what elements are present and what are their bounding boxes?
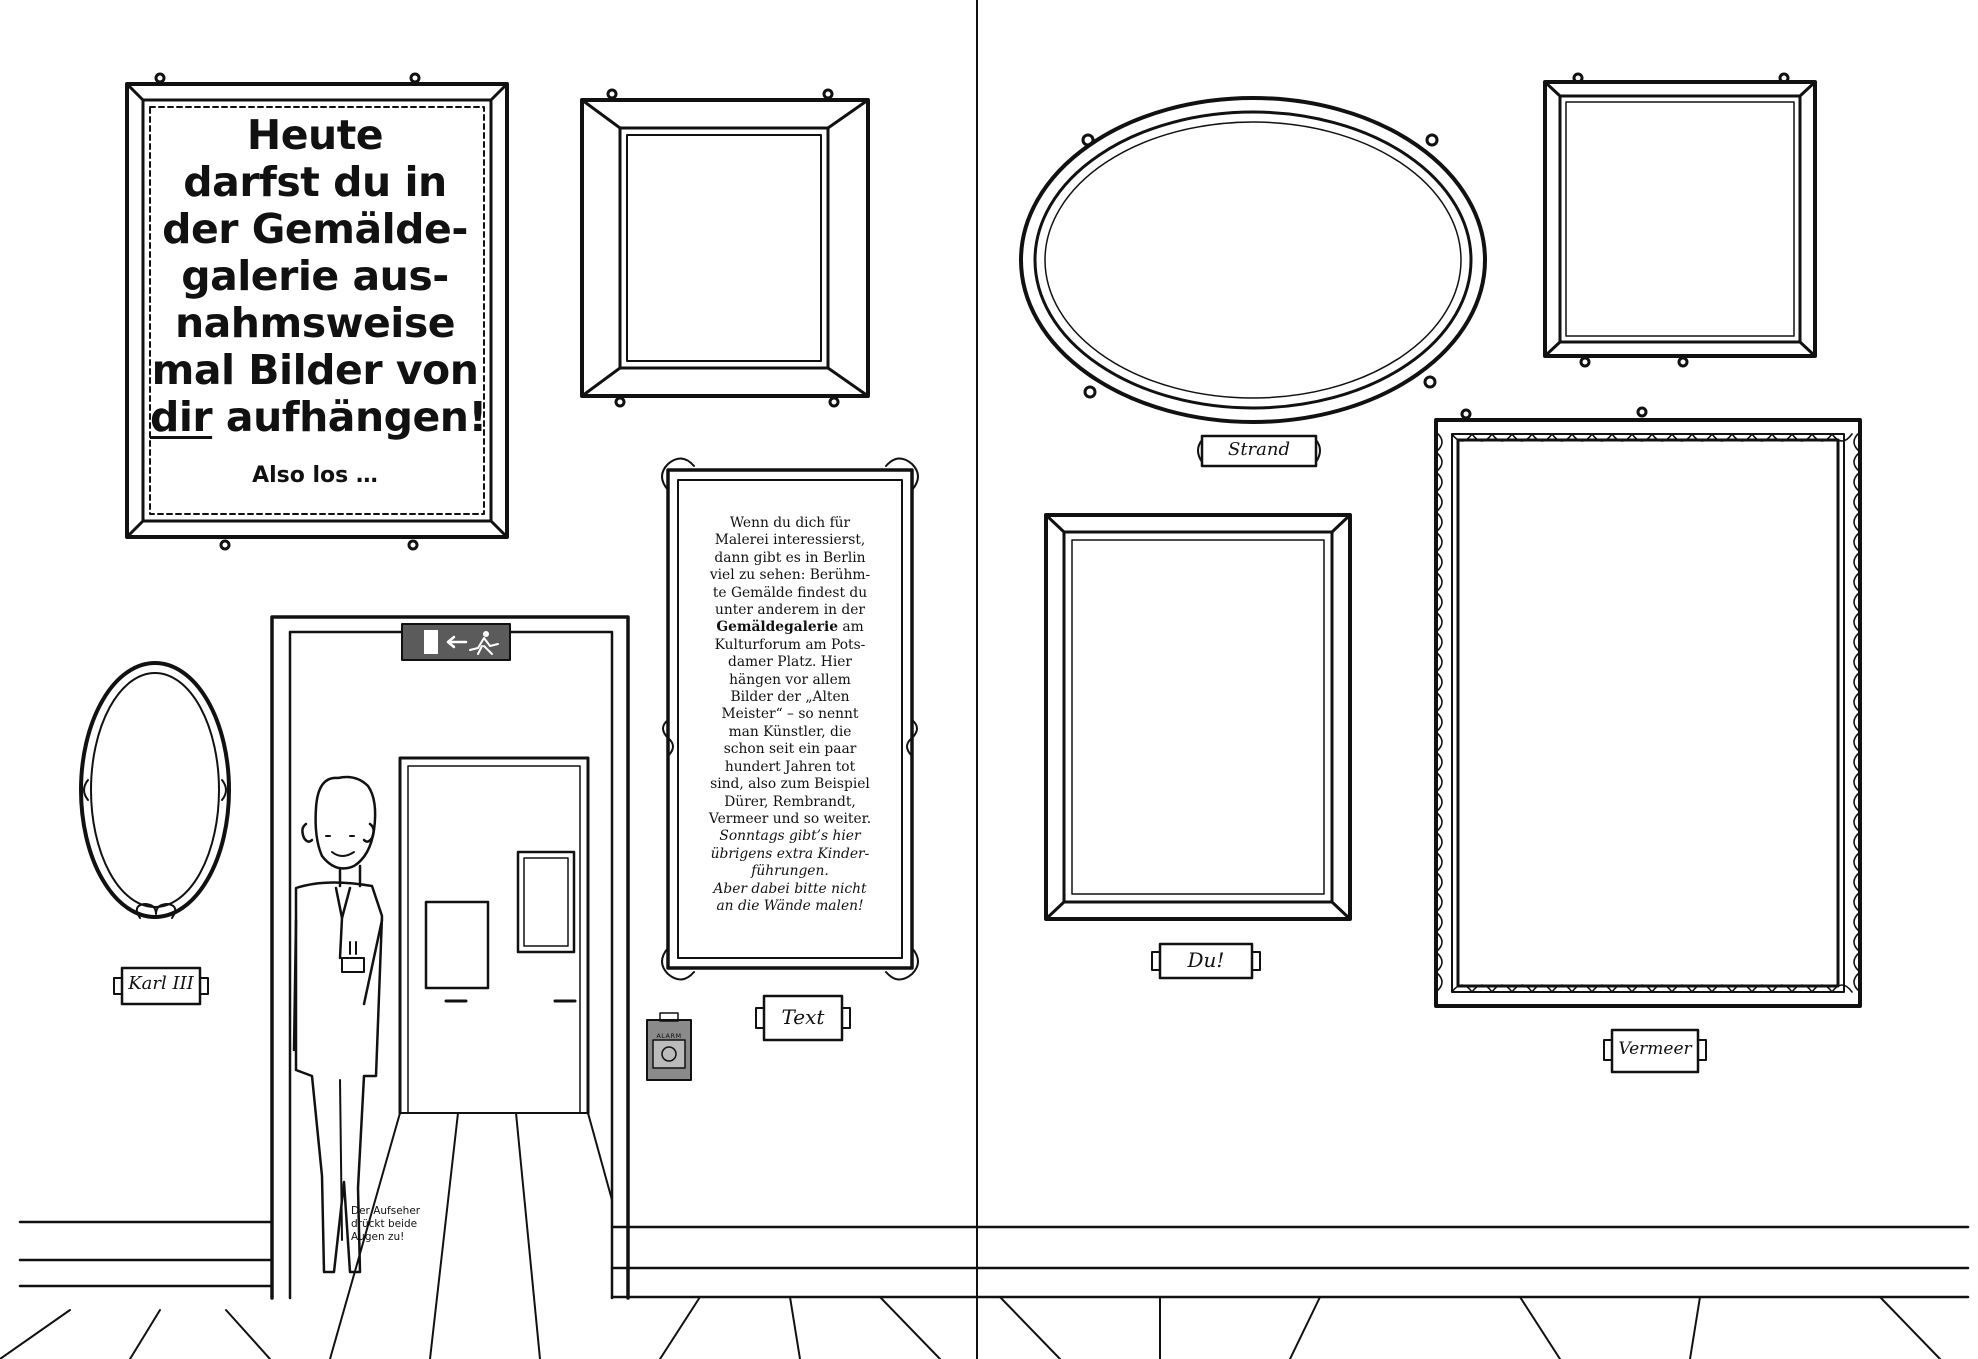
ornate-frame-vermeer <box>1434 406 1862 1008</box>
info-italic-line: Sonntags gibt’s hier <box>719 828 861 845</box>
info-italic-line: Aber dabei bitte nicht <box>713 880 867 897</box>
info-text: Wenn du dich für Malerei interessierst, … <box>688 515 892 915</box>
headline-frame <box>125 72 509 551</box>
empty-frame-top-right <box>1543 72 1817 368</box>
headline-last-line-rest: aufhängen! <box>212 393 487 441</box>
guard-caption-line: drückt beide <box>351 1218 418 1230</box>
info-italic-line: übrigens extra Kinder- <box>710 845 870 862</box>
info-line: man Künstler, die <box>728 723 852 740</box>
info-italic-line: an die Wände malen! <box>716 897 864 914</box>
floor-right <box>975 1225 1970 1359</box>
headline-line: galerie aus- <box>181 252 449 300</box>
info-line-bold: Gemäldegalerie am <box>688 619 892 636</box>
info-line: sind, also zum Beispiel <box>710 776 870 793</box>
plaque-du-label: Du! <box>1187 948 1225 972</box>
info-bold-word: Gemäldegalerie <box>716 619 838 636</box>
info-text-frame <box>661 457 919 981</box>
guard-caption-line: Der Aufseher <box>351 1205 421 1217</box>
empty-frame-du <box>1044 513 1352 921</box>
floor-left <box>0 1220 979 1359</box>
info-line: Meister“ – so nennt <box>721 706 859 723</box>
info-line: Vermeer und so weiter. <box>708 810 872 827</box>
guard-caption: Der Aufseher drückt beide Augen zu! <box>351 1205 429 1244</box>
info-line: viel zu sehen: Berühm- <box>709 567 871 584</box>
info-line: damer Platz. Hier <box>728 654 852 671</box>
alarm-label: ALARM <box>656 1032 682 1040</box>
headline-line: nahmsweise <box>174 299 456 347</box>
alarm-box <box>646 1012 692 1081</box>
guard-caption-line: Augen zu! <box>351 1231 405 1243</box>
plaque-karl <box>113 966 209 1006</box>
empty-frame-top <box>580 88 870 408</box>
info-line: Kulturforum am Pots- <box>714 636 866 653</box>
headline-line: der Gemälde- <box>162 205 468 253</box>
info-line: Dürer, Rembrandt, <box>724 793 856 810</box>
plaque-text-label: Text <box>781 1005 825 1029</box>
info-line: schon seit ein paar <box>723 741 857 758</box>
plaque-du <box>1151 942 1261 980</box>
gallery-doorway <box>270 615 630 1359</box>
info-line: unter anderem in der <box>714 602 866 619</box>
oval-mirror-frame <box>79 661 231 919</box>
plaque-strand <box>1197 434 1321 468</box>
headline-underlined-word: dir <box>150 393 213 441</box>
info-line: dann gibt es in Berlin <box>714 549 866 566</box>
info-line: te Gemälde findest du <box>712 584 868 601</box>
plaque-strand-label: Strand <box>1227 439 1290 460</box>
headline-line: Heute <box>246 111 384 159</box>
headline-line: darfst du in <box>183 158 447 206</box>
info-line: hängen vor allem <box>729 671 851 688</box>
info-italic-line: führungen. <box>751 863 829 880</box>
gallery-guard-figure <box>292 775 384 1274</box>
info-line: Wenn du dich für <box>729 515 851 531</box>
oval-frame-strand <box>1019 96 1487 424</box>
headline-subline: Also los … <box>252 463 378 488</box>
plaque-vermeer-label: Vermeer <box>1618 1039 1692 1059</box>
headline-last-line: dir aufhängen! <box>150 393 487 441</box>
plaque-text <box>755 994 851 1042</box>
info-bold-line-rest: am <box>837 619 864 636</box>
headline-line: mal Bilder von <box>151 346 479 394</box>
headline: Heute darfst du in der Gemälde- galerie … <box>150 111 487 441</box>
plaque-vermeer <box>1603 1028 1707 1074</box>
info-line: Bilder der „Alten <box>730 689 850 706</box>
info-line: Malerei interessierst, <box>714 532 866 549</box>
plaque-karl-label: Karl III <box>128 973 194 994</box>
info-line: hundert Jahren tot <box>724 758 856 775</box>
